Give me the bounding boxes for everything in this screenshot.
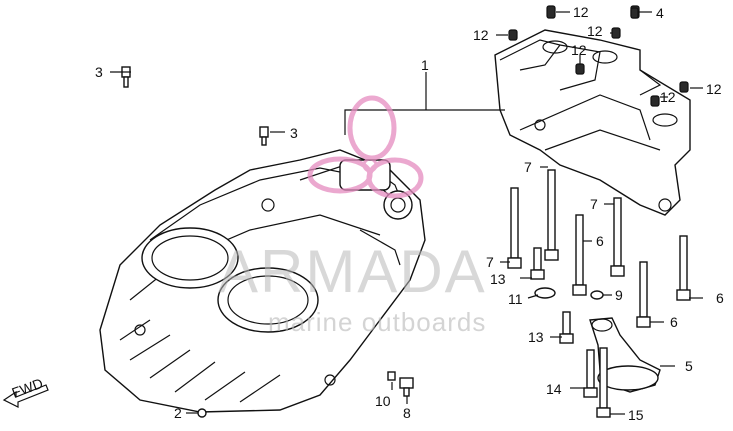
propeller-logo-icon [307,95,424,199]
callout-6b: 6 [716,290,724,306]
callout-12c: 12 [587,23,603,39]
callout-7b: 7 [590,196,598,212]
callout-numbers: 1 2 3 3 4 5 6 6 6 7 7 7 8 9 10 11 12 12 … [95,4,724,423]
callout-6a: 6 [596,233,604,249]
callout-12d: 12 [571,42,587,58]
callout-9: 9 [615,287,623,303]
callout-10: 10 [375,393,391,409]
small-parts [197,7,639,418]
callout-12f: 12 [706,81,722,97]
callout-12a: 12 [473,27,489,43]
callout-15: 15 [628,407,644,423]
callout-8: 8 [403,405,411,421]
crankcase-housing [99,149,426,413]
callout-1: 1 [421,57,429,73]
callout-13b: 13 [528,329,544,345]
watermark-brand: ARMADA [218,238,487,305]
callout-4: 4 [656,5,664,21]
callout-13a: 13 [490,271,506,287]
long-bolts [507,169,691,344]
callout-12b: 12 [573,4,589,20]
callout-7a: 7 [524,159,532,175]
watermark-tagline: marine outboards [268,307,486,337]
callout-6c: 6 [670,314,678,330]
watermark: ARMADA marine outboards [218,95,487,337]
leader-lines [110,11,703,415]
callout-14: 14 [546,381,562,397]
callout-3a: 3 [95,64,103,80]
callout-5: 5 [685,358,693,374]
callout-3b: 3 [290,125,298,141]
bearing-holder-frame [494,29,691,216]
callout-2: 2 [174,405,182,421]
forward-arrow-icon: FWD [2,375,49,408]
bolts-3 [121,66,269,146]
callout-12e: 12 [660,89,676,105]
callout-11: 11 [508,291,523,307]
oil-strainer [583,317,661,418]
callout-7c: 7 [486,254,494,270]
